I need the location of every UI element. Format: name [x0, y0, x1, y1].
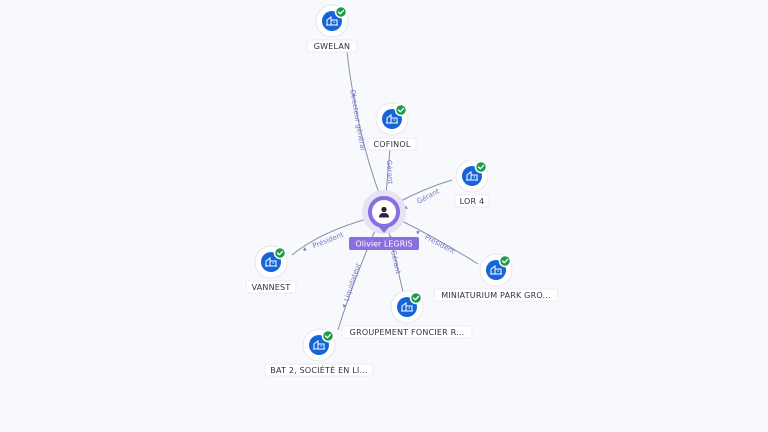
arrow-icon	[416, 230, 420, 235]
node-label-bg	[433, 288, 559, 302]
edge-relation-label: Gérant	[389, 249, 402, 274]
check-icon	[474, 160, 488, 174]
node-label-bg	[306, 39, 358, 53]
nodes-layer: GWELAN COFINOL LOR 4 MINIATURIUM PARK GRO..…	[245, 4, 559, 377]
company-node-lor4[interactable]: LOR 4	[454, 159, 490, 208]
node-label-bg	[454, 194, 490, 208]
company-name: LOR 4	[460, 197, 485, 206]
edge-label-group: Président	[416, 230, 456, 256]
building-icon	[466, 171, 478, 181]
building-icon	[326, 16, 338, 26]
edge-relation-label: Directeur général	[348, 89, 367, 151]
building-icon	[313, 340, 325, 350]
check-icon	[409, 291, 423, 305]
check-icon	[273, 246, 287, 260]
node-label-bg	[264, 363, 374, 377]
edge-relation-label: Gérant	[385, 160, 394, 185]
edge-line	[387, 227, 404, 293]
company-name: VANNEST	[252, 283, 291, 292]
company-node-gwelan[interactable]: GWELAN	[306, 4, 358, 53]
building-icon	[265, 257, 277, 267]
building-icon	[490, 265, 502, 275]
company-name: BAT 2, SOCIÉTÉ EN LI...	[270, 364, 367, 375]
company-name: MINIATURIUM PARK GRO...	[441, 291, 551, 300]
company-node-miniaturium[interactable]: MINIATURIUM PARK GRO...	[433, 253, 559, 302]
check-icon	[321, 329, 335, 343]
arrow-icon	[302, 247, 307, 251]
node-label-bg	[245, 280, 297, 294]
edge-cofinol: Gérant	[385, 145, 394, 197]
edge-relation-label: Liquidateur	[343, 262, 363, 302]
company-name: GWELAN	[314, 42, 350, 51]
company-node-bat2[interactable]: BAT 2, SOCIÉTÉ EN LI...	[264, 328, 374, 377]
check-icon	[394, 103, 408, 117]
edge-label-group: Président	[302, 231, 346, 251]
center-person-node[interactable]: Olivier LEGRIS	[349, 190, 419, 250]
arrow-icon	[342, 304, 347, 308]
check-icon	[334, 5, 348, 19]
center-person-name: Olivier LEGRIS	[355, 240, 412, 249]
arrow-icon	[351, 93, 356, 97]
node-label-bg	[367, 137, 417, 151]
building-icon	[386, 114, 398, 124]
company-name: COFINOL	[374, 140, 411, 149]
edge-line	[291, 217, 371, 256]
edge-relation-label: Gérant	[416, 187, 441, 205]
edge-relation-label: Président	[312, 231, 346, 251]
building-icon	[401, 302, 413, 312]
check-icon	[498, 254, 512, 268]
company-node-cofinol[interactable]: COFINOL	[367, 102, 417, 151]
person-icon	[379, 206, 389, 218]
company-name: GROUPEMENT FONCIER R...	[350, 328, 465, 337]
company-node-vannest[interactable]: VANNEST	[245, 245, 297, 294]
edge-label-group: Liquidateur	[342, 262, 363, 308]
edge-line	[397, 218, 479, 265]
edge-label-group: Gérant	[385, 145, 394, 185]
edge-label-group: Directeur général	[348, 89, 367, 151]
node-label-bg	[341, 325, 473, 339]
edge-gwelan: Directeur général	[346, 51, 381, 197]
edge-relation-label: Président	[423, 233, 456, 256]
edge-line	[346, 51, 381, 197]
company-node-groupement[interactable]: GROUPEMENT FONCIER R...	[341, 290, 473, 339]
